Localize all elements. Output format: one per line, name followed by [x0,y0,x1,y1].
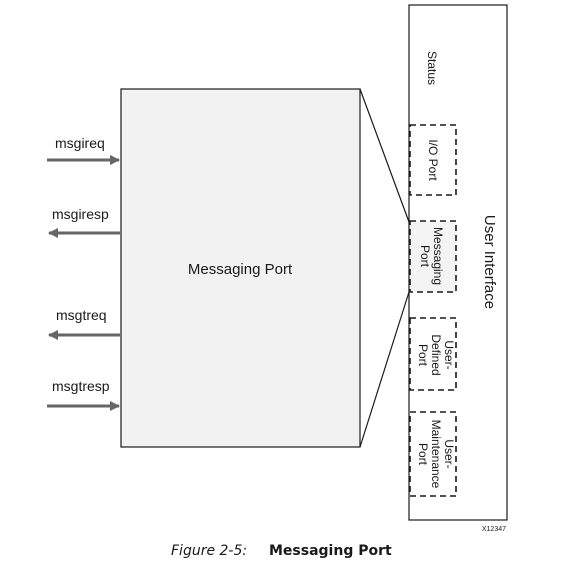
msgiresp-label: msgiresp [52,206,109,222]
user-maintenance-port-label-line3: Port [416,443,430,466]
user-maintenance-port-box [409,411,457,497]
messaging-port-block [120,88,361,448]
io-port-box [409,124,457,196]
io-port-label: I/O Port [426,139,440,181]
user-defined-port-label-line1: User- [442,340,456,369]
figure-caption-prefix: Figure 2-5: [171,543,247,559]
figure-caption-title: Messaging Port [269,543,392,559]
msgtreq-label: msgtreq [56,307,107,323]
zoom-connector-top [359,88,410,223]
user-defined-port-label-line2: Defined [429,334,443,375]
status-label: Status [425,51,439,85]
user-defined-port-box [409,317,457,391]
msgtresp-label: msgtresp [52,378,110,394]
zoom-connector-bottom [359,291,410,448]
messaging-port-label: Messaging Port [188,261,293,278]
messaging-port-box [409,220,457,293]
user-defined-port-label-line3: Port [416,344,430,367]
messaging-port-box-label-line1: Messaging [431,227,445,285]
user-maintenance-port-label-line1: User- [442,439,456,468]
messaging-port-box-label-line2: Port [418,245,432,268]
figure-id: X12347 [482,526,506,533]
user-interface-label: User Interface [481,215,498,309]
msgireq-label: msgireq [55,135,105,151]
user-maintenance-port-label-line2: Maintenance [429,420,443,489]
